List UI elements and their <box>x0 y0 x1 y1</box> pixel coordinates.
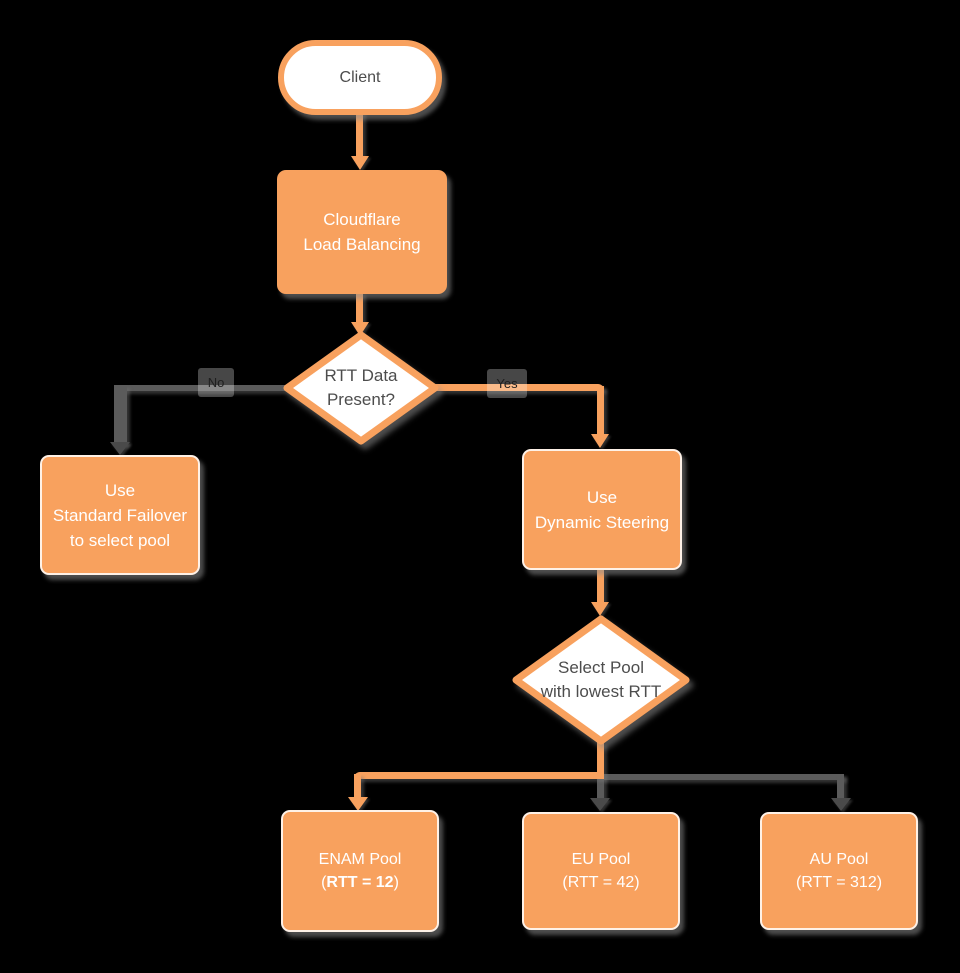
connector-yes-horizontal <box>434 384 604 391</box>
failover-line3: to select pool <box>69 530 171 550</box>
node-client: Client <box>278 40 442 115</box>
node-enam-pool: ENAM Pool (RTT = 12) <box>281 810 439 932</box>
connector-no-horizontal <box>118 385 290 391</box>
connector-au-vertical <box>837 774 844 800</box>
arrowhead-to-dynamic-steering <box>591 434 609 448</box>
failover-line2: Standard Failover <box>52 505 188 525</box>
rtt-decision-line2: Present? <box>326 390 396 409</box>
enam-rtt-open-paren: ( <box>321 874 327 891</box>
connector-eu-vertical <box>597 778 604 800</box>
rtt-decision-line1: RTT Data <box>324 366 398 385</box>
enam-rtt-close-paren: ) <box>393 874 399 891</box>
arrowhead-to-rtt-decision <box>351 322 369 336</box>
node-cloudflare-load-balancing: Cloudflare Load Balancing <box>277 170 447 294</box>
node-client-label: Client <box>339 68 381 86</box>
diamond-shape <box>283 331 439 445</box>
node-use-dynamic-steering: Use Dynamic Steering <box>522 449 682 570</box>
failover-line1: Use <box>104 480 136 500</box>
connector-enam-horizontal <box>354 772 604 779</box>
au-pool-rtt: (RTT = 312) <box>795 874 883 891</box>
connector-yes-vertical <box>597 386 604 436</box>
au-pool-name: AU Pool <box>809 851 869 868</box>
enam-pool-name: ENAM Pool <box>318 851 402 868</box>
connector-client-to-lb <box>356 110 363 156</box>
arrowhead-to-lb <box>351 156 369 170</box>
connector-dynamic-to-pool-decision <box>597 570 604 604</box>
dynamic-line1: Use <box>586 487 618 507</box>
connector-enam-vertical <box>354 774 361 800</box>
node-select-pool-decision: Select Pool with lowest RTT <box>511 614 691 746</box>
dynamic-line2: Dynamic Steering <box>534 512 670 532</box>
connector-au-horizontal <box>600 774 844 780</box>
arrowhead-to-au-pool <box>831 798 851 811</box>
connector-lb-to-rtt-decision <box>356 292 363 324</box>
eu-pool-rtt: (RTT = 42) <box>562 874 640 891</box>
connector-pool-decision-down <box>597 742 604 778</box>
eu-pool-name: EU Pool <box>571 851 631 868</box>
edge-label-no: No <box>198 368 234 397</box>
node-au-pool: AU Pool (RTT = 312) <box>760 812 918 930</box>
lb-label-line2: Load Balancing <box>303 235 421 254</box>
lb-label-line1: Cloudflare <box>323 210 401 229</box>
enam-rtt-value: RTT = 12 <box>326 874 394 891</box>
arrowhead-to-eu-pool <box>590 798 610 811</box>
arrowhead-to-pool-decision <box>591 602 609 616</box>
diamond-shape <box>512 615 690 745</box>
connector-no-vertical <box>114 385 127 445</box>
pool-decision-line1: Select Pool <box>557 658 644 677</box>
node-eu-pool: EU Pool (RTT = 42) <box>522 812 680 930</box>
pool-decision-line2: with lowest RTT <box>540 682 662 701</box>
node-rtt-data-present-decision: RTT Data Present? <box>282 330 440 446</box>
node-use-standard-failover: Use Standard Failover to select pool <box>40 455 200 575</box>
arrowhead-to-standard-failover <box>110 442 130 455</box>
enam-pool-rtt: (RTT = 12) <box>319 871 402 894</box>
arrowhead-to-enam-pool <box>348 797 368 811</box>
edge-label-yes: Yes <box>487 369 527 398</box>
